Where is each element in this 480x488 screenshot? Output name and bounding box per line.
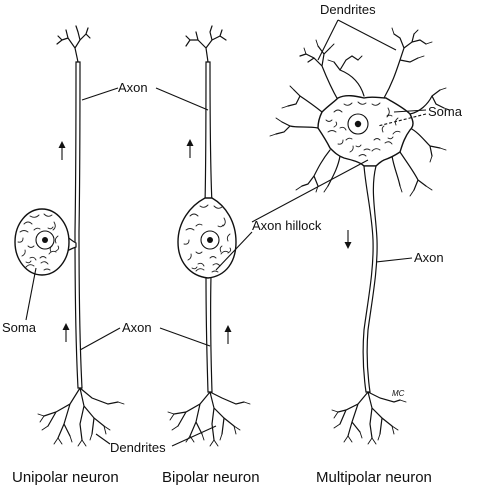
unipolar-neuron xyxy=(14,25,125,447)
multipolar-terminal-branches xyxy=(331,391,407,445)
caption-multipolar-neuron: Multipolar neuron xyxy=(316,469,432,486)
label-dendrites-bottom: Dendrites xyxy=(110,440,166,455)
multipolar-down-arrow-icon xyxy=(344,230,352,249)
label-soma-left: Soma xyxy=(2,320,37,335)
caption-unipolar-neuron: Unipolar neuron xyxy=(12,469,119,486)
multipolar-neuron: MC xyxy=(269,27,451,445)
bipolar-soma xyxy=(177,197,237,279)
leader-lines xyxy=(25,19,427,447)
label-soma-right: Soma xyxy=(428,104,463,119)
bipolar-bottom-dendrites xyxy=(167,391,251,447)
label-dendrites-top: Dendrites xyxy=(320,2,376,17)
bipolar-upper-arrow-icon xyxy=(186,139,194,158)
unipolar-top-dendrites xyxy=(56,25,91,63)
label-axon-bottom: Axon xyxy=(122,320,152,335)
multipolar-axon-shaft xyxy=(362,165,378,393)
unipolar-lower-arrow-icon xyxy=(62,323,70,342)
label-axon-hillock: Axon hillock xyxy=(252,218,322,233)
bipolar-lower-axon xyxy=(205,275,213,393)
bipolar-neuron xyxy=(167,25,251,447)
multipolar-dendrites xyxy=(269,27,451,197)
unipolar-axon-shaft xyxy=(74,61,83,389)
caption-bipolar-neuron: Bipolar neuron xyxy=(162,469,260,486)
label-axon-top: Axon xyxy=(118,80,148,95)
bipolar-upper-axon xyxy=(204,61,213,205)
label-axon-right: Axon xyxy=(414,250,444,265)
unipolar-upper-arrow-icon xyxy=(58,141,66,160)
unipolar-soma xyxy=(14,208,70,276)
bipolar-lower-arrow-icon xyxy=(224,325,232,344)
artist-signature: MC xyxy=(392,389,405,398)
multipolar-soma xyxy=(317,95,414,167)
bipolar-top-dendrites xyxy=(185,25,227,63)
unipolar-bottom-dendrites xyxy=(37,387,125,447)
